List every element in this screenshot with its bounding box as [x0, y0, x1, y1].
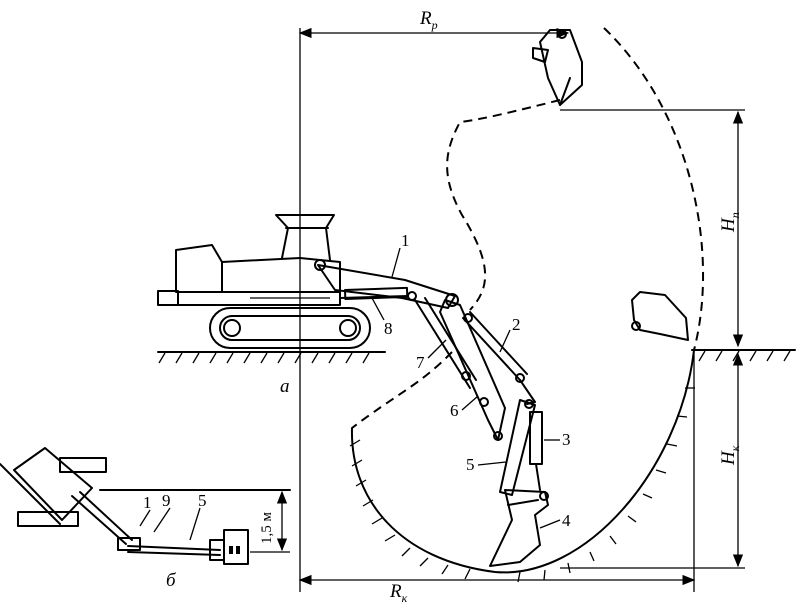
- upper-bucket-position: [532, 29, 583, 106]
- callout-2: 2: [512, 315, 521, 334]
- crawler-track: [209, 307, 371, 349]
- callout-5: 5: [466, 455, 475, 474]
- view-b-label: б: [166, 570, 177, 591]
- callout-leaders: [371, 247, 561, 529]
- callout-3: 3: [562, 430, 571, 449]
- stick: [414, 297, 506, 441]
- callout-8: 8: [384, 319, 393, 338]
- excavator-body: [157, 214, 341, 306]
- inset-diagram: [0, 447, 291, 565]
- label-r-p: Rp: [419, 8, 438, 32]
- inset-callout-5: 5: [198, 491, 207, 510]
- view-a-label: а: [280, 376, 290, 397]
- label-h-p: Hп: [718, 212, 742, 233]
- ground-line-right: [691, 349, 796, 362]
- bucket: [489, 489, 549, 567]
- dimension-lines: [298, 27, 745, 592]
- inset-dim-group: 1,5 м: [259, 512, 275, 545]
- label-h-p-group: Hп: [718, 212, 742, 233]
- pit-hatching: [349, 387, 695, 583]
- cylinder-3: [529, 411, 543, 491]
- arm-5: [499, 399, 536, 496]
- label-h-k: Hк: [718, 445, 742, 466]
- boom: [314, 259, 459, 309]
- ground-line-left: [157, 351, 386, 364]
- inset-callout-9: 9: [162, 491, 171, 510]
- callout-4: 4: [562, 511, 571, 530]
- callout-1: 1: [401, 231, 410, 250]
- working-envelope: [350, 27, 704, 574]
- dump-bucket-position: [631, 291, 689, 341]
- label-r-k: Rк: [389, 581, 408, 603]
- inset-dimension: 1,5 м: [259, 512, 275, 545]
- callout-7: 7: [416, 353, 425, 372]
- inset-callout-1: 1: [143, 493, 152, 512]
- label-h-k-group: Hк: [718, 445, 742, 466]
- callout-6: 6: [450, 401, 459, 420]
